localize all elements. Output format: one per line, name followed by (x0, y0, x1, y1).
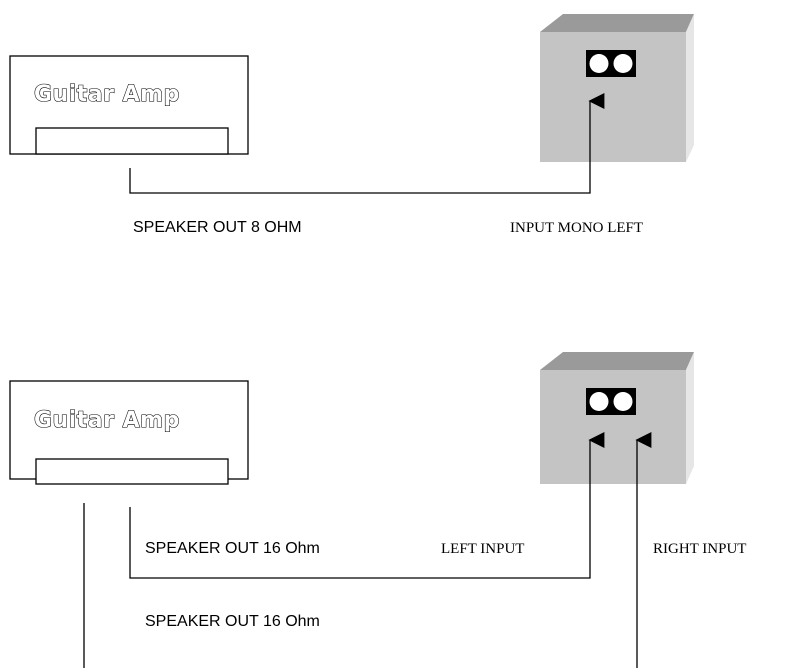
jack-left (589, 54, 609, 73)
cabinet-side-face (686, 352, 694, 484)
cabinet-top-face (540, 14, 694, 32)
cabinet-side-face (686, 14, 694, 162)
label-speaker-out-16-a: SPEAKER OUT 16 Ohm (145, 540, 320, 557)
cable-left-input (129, 432, 605, 579)
label-speaker-out-8: SPEAKER OUT 8 OHM (133, 219, 302, 236)
cabinet-top-face (540, 352, 694, 370)
amp-label: Guitar Amp (34, 408, 180, 433)
label-left-input: LEFT INPUT (441, 541, 524, 557)
amp-speaker-panel (35, 127, 229, 155)
amp-speaker-panel (35, 458, 229, 485)
jack-right (613, 392, 633, 411)
speaker-cabinet-top (540, 14, 694, 162)
label-speaker-out-16-b: SPEAKER OUT 16 Ohm (145, 613, 320, 630)
guitar-amp-bottom: Guitar Amp (9, 380, 249, 485)
jack-right (613, 54, 633, 73)
amp-label: Guitar Amp (34, 82, 180, 107)
label-input-mono-left: INPUT MONO LEFT (510, 220, 643, 236)
speaker-cabinet-bottom (540, 352, 694, 484)
jack-left (589, 392, 609, 411)
cable-mono (129, 93, 605, 194)
label-right-input: RIGHT INPUT (653, 541, 746, 557)
cabinet-front-face (540, 370, 686, 484)
guitar-amp-top: Guitar Amp (9, 55, 249, 155)
